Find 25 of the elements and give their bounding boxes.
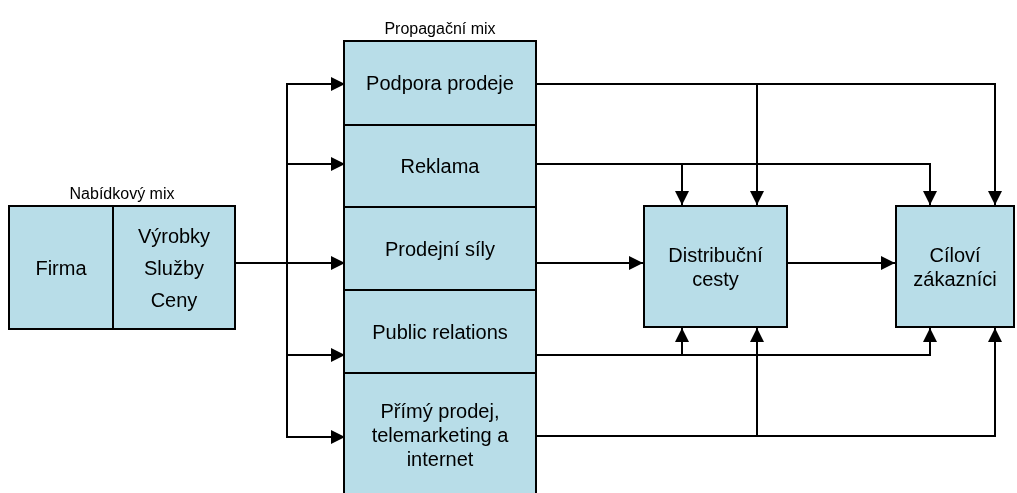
process-box bbox=[10, 207, 112, 328]
box-label: Reklama bbox=[400, 154, 480, 178]
process-box bbox=[643, 205, 788, 328]
arrow bbox=[534, 256, 644, 270]
box-label: Výrobky bbox=[137, 223, 211, 248]
box-label: Podpora prodeje bbox=[366, 71, 514, 95]
box-label: Public relations bbox=[372, 319, 508, 344]
group-heading: Nabídkový mix bbox=[68, 183, 176, 203]
box-label: Firma bbox=[35, 255, 87, 280]
process-box bbox=[345, 206, 535, 289]
box-label: Ceny bbox=[150, 287, 198, 312]
box-label: Distribuční cesty bbox=[667, 242, 764, 291]
process-box bbox=[895, 205, 1015, 328]
arrow bbox=[787, 256, 896, 270]
box-label: Prodejní síly bbox=[384, 236, 496, 261]
group-heading: Propagační mix bbox=[383, 18, 497, 38]
process-box bbox=[112, 207, 234, 328]
process-box bbox=[345, 289, 535, 372]
box-label: Služby bbox=[144, 255, 204, 280]
process-box bbox=[345, 124, 535, 206]
box-label: Přímý prodej, telemarketing a internet bbox=[370, 398, 510, 471]
arrow bbox=[233, 262, 346, 444]
process-box bbox=[345, 42, 535, 124]
process-box bbox=[345, 372, 535, 493]
box-label: Cíloví zákazníci bbox=[912, 242, 998, 291]
